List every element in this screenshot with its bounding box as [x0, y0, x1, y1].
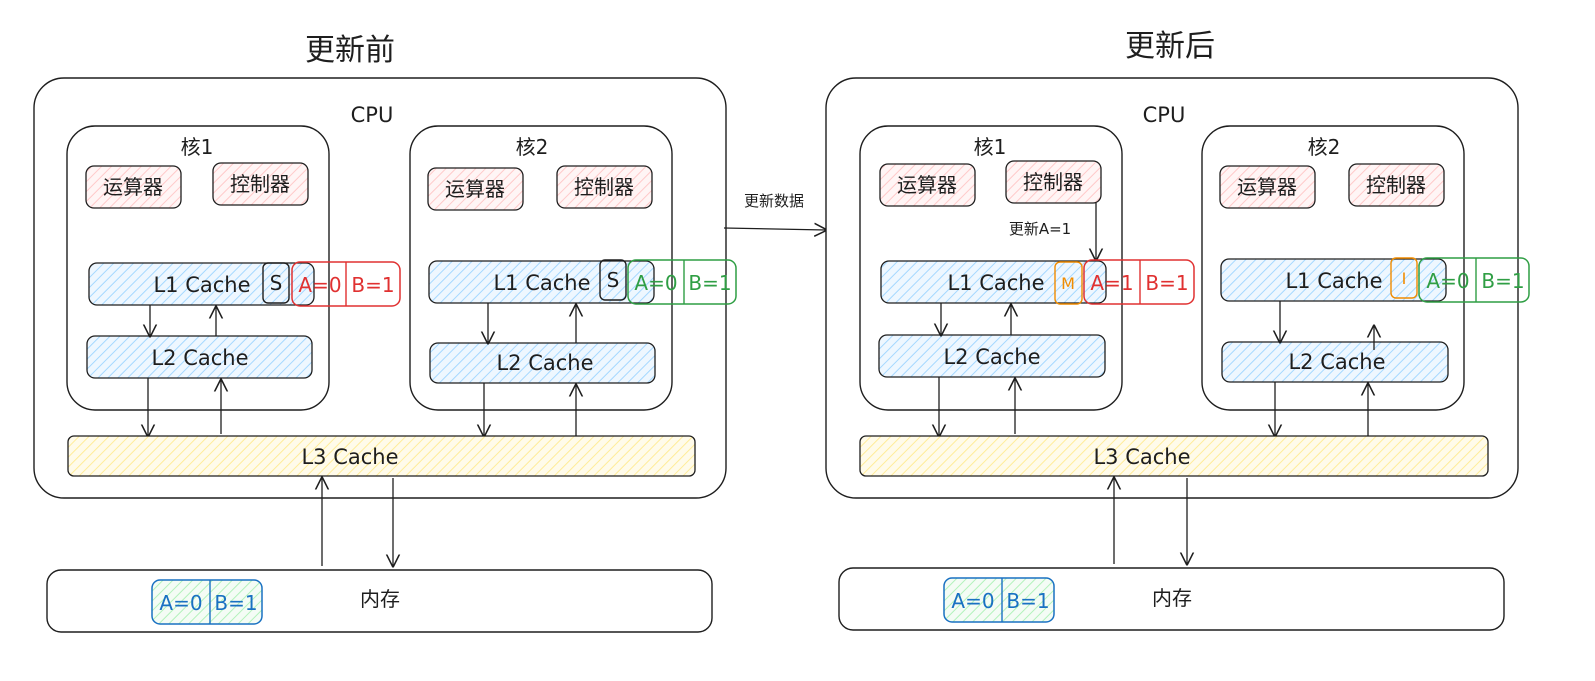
before-core2-l2-label: L2 Cache	[496, 351, 593, 375]
before-memory-line-a: A=0	[159, 591, 202, 615]
after-core1-line-b: B=1	[1145, 271, 1188, 295]
after-core1-l2	[878, 334, 1106, 378]
before-memory-line-b: B=1	[214, 591, 257, 615]
before-core2: 核2 运算器 控制器 L1 Cache S L2 Cache	[409, 125, 673, 436]
before-core2-controller	[556, 165, 653, 209]
before-panel: 更新前 CPU 核1 运算器 控制器 L1 Cache S L2 Cache	[33, 33, 737, 633]
after-core1-label: 核1	[974, 135, 1007, 159]
after-title: 更新后	[1125, 29, 1215, 64]
after-cpu-label: CPU	[1143, 103, 1186, 127]
after-core2-controller	[1348, 163, 1445, 207]
before-core2-controller-label: 控制器	[574, 175, 634, 199]
after-core1-cacheline: A=1 B=1	[1083, 259, 1195, 305]
before-memory-cacheline: A=0 B=1	[151, 579, 263, 625]
before-core1-line-a: A=0	[298, 273, 341, 297]
after-core1-controller-label: 控制器	[1023, 170, 1083, 194]
after-core1-state-box	[1054, 261, 1083, 305]
before-core2-state: S	[607, 268, 620, 292]
after-l3	[859, 435, 1489, 477]
before-core2-line-a: A=0	[634, 271, 677, 295]
update-arrow-line	[723, 228, 826, 230]
before-memory-label: 内存	[360, 587, 400, 611]
before-core1-l1-label: L1 Cache	[153, 273, 250, 297]
before-core2-line-box	[627, 259, 737, 305]
before-core1-l2	[86, 335, 313, 379]
before-core1-alu	[85, 165, 182, 209]
after-core2-cacheline: A=0 B=1	[1418, 257, 1530, 303]
after-memory-line-box	[943, 577, 1055, 623]
after-core2-state-box	[1390, 257, 1418, 299]
after-core2-line-b: B=1	[1481, 269, 1524, 293]
update-arrow: 更新数据	[723, 192, 826, 230]
after-core2-l2-label: L2 Cache	[1288, 350, 1385, 374]
after-core1-state: M	[1061, 274, 1075, 293]
before-core1-l2-label: L2 Cache	[151, 346, 248, 370]
before-l3-label: L3 Cache	[301, 445, 398, 469]
after-core1-alu-label: 运算器	[897, 173, 957, 197]
before-core1: 核1 运算器 控制器 L1 Cache S L2 Cache	[66, 125, 330, 436]
before-core1-label: 核1	[181, 135, 214, 159]
before-core1-alu-label: 运算器	[103, 175, 163, 199]
after-core2-alu	[1219, 165, 1316, 209]
before-core1-controller	[212, 162, 309, 206]
after-core2-l1	[1220, 258, 1447, 302]
before-core1-line-b: B=1	[351, 273, 394, 297]
after-core2-line-a: A=0	[1426, 269, 1469, 293]
before-title: 更新前	[305, 33, 395, 68]
update-arrow-label: 更新数据	[744, 192, 804, 210]
after-panel: 更新后 CPU 核1 运算器 控制器 更新A=1 L1 Cache M L2 C…	[825, 29, 1530, 631]
before-core2-l2	[429, 342, 656, 384]
before-core1-cacheline: A=0 B=1	[291, 261, 401, 307]
after-memory-cacheline: A=0 B=1	[943, 577, 1055, 623]
after-core2-l2	[1221, 341, 1449, 383]
after-memory-line-b: B=1	[1006, 589, 1049, 613]
after-memory-label: 内存	[1152, 586, 1192, 610]
after-core1-line-box	[1083, 259, 1195, 305]
before-core2-l1-label: L1 Cache	[493, 271, 590, 295]
after-update-note: 更新A=1	[1009, 220, 1071, 238]
after-core2: 核2 运算器 控制器 L1 Cache I L2 Cache	[1201, 125, 1465, 436]
before-core2-state-box	[599, 259, 627, 301]
before-core1-state: S	[270, 271, 283, 295]
before-core2-l1	[428, 260, 655, 304]
after-core2-l1-label: L1 Cache	[1285, 269, 1382, 293]
after-core1-l1-label: L1 Cache	[947, 271, 1044, 295]
before-core2-alu-label: 运算器	[445, 177, 505, 201]
before-core2-cacheline: A=0 B=1	[627, 259, 737, 305]
after-l3-label: L3 Cache	[1093, 445, 1190, 469]
after-core2-alu-label: 运算器	[1237, 175, 1297, 199]
after-core2-line-box	[1418, 257, 1530, 303]
before-memory-line-box	[151, 579, 263, 625]
after-core1-controller	[1005, 160, 1102, 204]
after-core2-controller-label: 控制器	[1366, 173, 1426, 197]
after-core1-l2-label: L2 Cache	[943, 345, 1040, 369]
before-cpu-label: CPU	[351, 103, 394, 127]
before-core1-state-box	[262, 262, 290, 304]
before-core1-l1	[88, 262, 315, 306]
after-memory-line-a: A=0	[951, 589, 994, 613]
after-core1-l1	[880, 260, 1107, 304]
before-core2-alu	[427, 167, 524, 211]
before-core2-label: 核2	[516, 135, 549, 159]
before-l3	[67, 435, 696, 477]
after-core1: 核1 运算器 控制器 更新A=1 L1 Cache M L2 Cache	[859, 125, 1123, 436]
after-core2-label: 核2	[1308, 135, 1341, 159]
after-core1-alu	[879, 163, 976, 207]
after-core1-line-a: A=1	[1090, 271, 1133, 295]
before-core1-controller-label: 控制器	[230, 172, 290, 196]
before-core2-line-b: B=1	[688, 271, 731, 295]
after-core2-state: I	[1402, 269, 1407, 288]
